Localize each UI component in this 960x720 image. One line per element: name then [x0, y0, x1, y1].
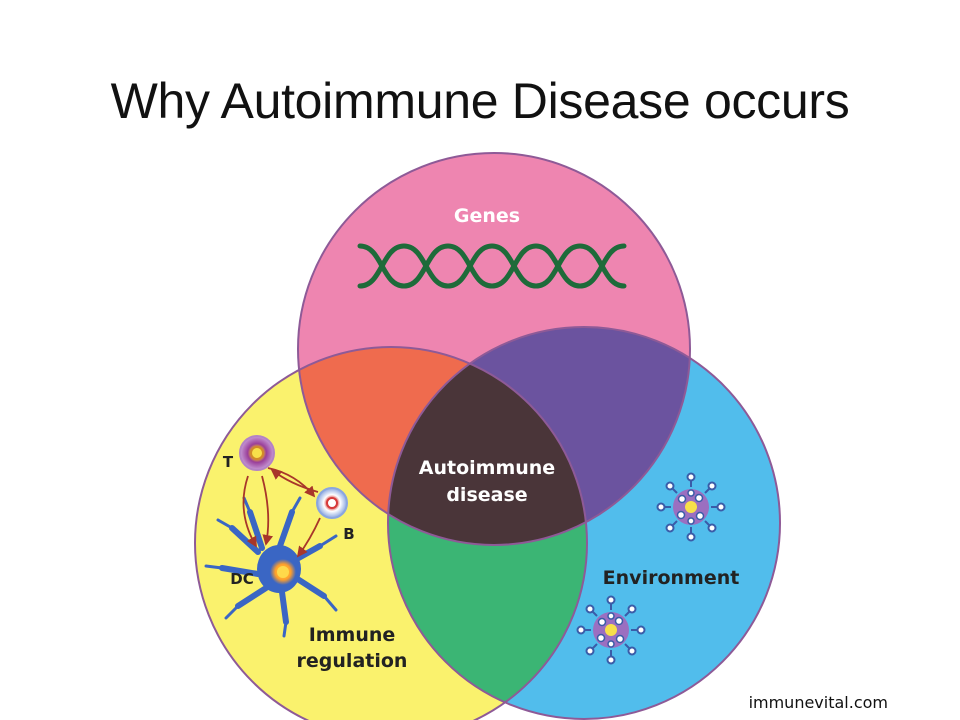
- center-label-line1: Autoimmune: [419, 457, 555, 479]
- b-cell-label: B: [343, 525, 354, 543]
- slide-title: Why Autoimmune Disease occurs: [110, 73, 850, 129]
- virus-icon-2: [576, 595, 646, 665]
- dna-helix-icon: [357, 243, 627, 289]
- immune-label-line1: Immune: [309, 624, 396, 646]
- t-cell-label: T: [223, 453, 234, 471]
- center-label-line2: disease: [446, 484, 527, 506]
- dc-label: DC: [230, 570, 253, 588]
- t-cell-icon: [239, 435, 275, 471]
- b-cell-icon: [316, 487, 348, 519]
- immune-label-line2: regulation: [297, 650, 408, 672]
- environment-label: Environment: [603, 567, 740, 589]
- virus-icon: [656, 472, 726, 542]
- interaction-arrows: [242, 467, 321, 558]
- immune-cells-illustration: [204, 435, 348, 638]
- source-credit: immunevital.com: [748, 693, 888, 712]
- dendritic-cell-icon: [204, 496, 338, 638]
- genes-label: Genes: [454, 205, 520, 227]
